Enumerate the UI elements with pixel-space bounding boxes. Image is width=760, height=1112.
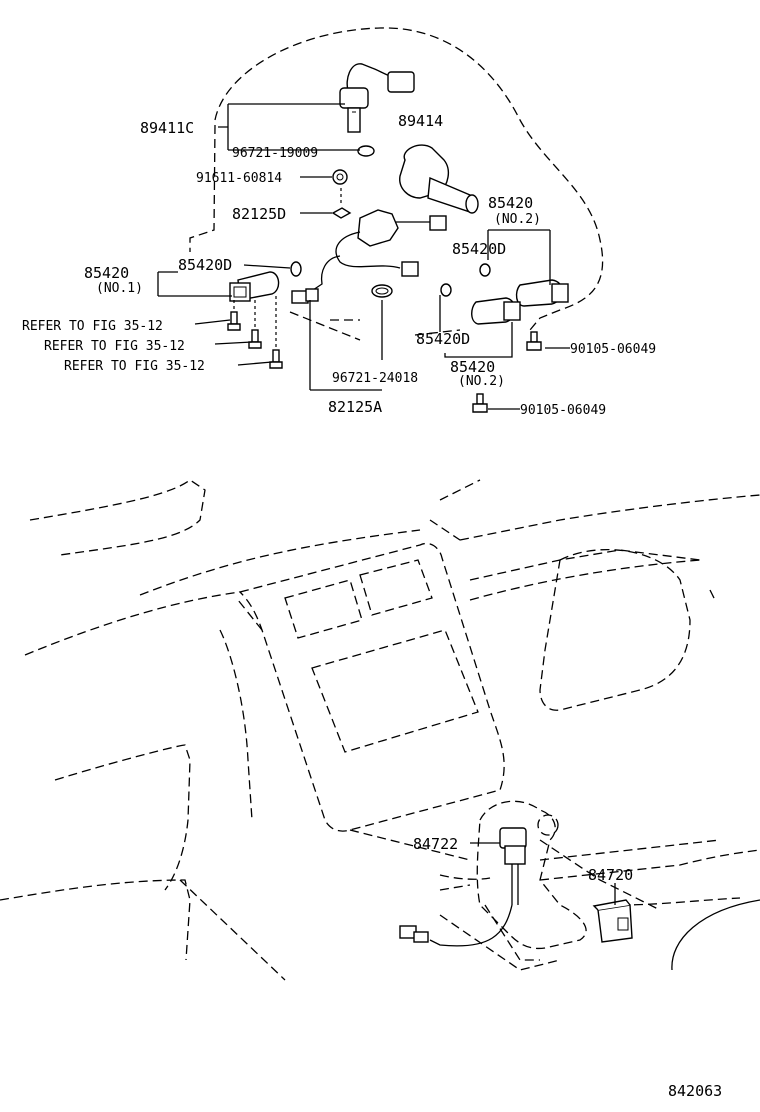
shift-boot [476,800,587,950]
bolt-91611-60814[interactable] [332,169,348,185]
screw-left-1[interactable] [227,311,241,331]
upper-exploded-view: 89411C 96721-19009 89414 91611-60814 821… [22,27,656,418]
assembly-outline-bottom [289,311,461,341]
screw-90105-a[interactable] [526,331,542,351]
screw-90105-b[interactable] [472,393,488,413]
grommet-96721-24018[interactable] [371,284,393,298]
oring-85420d-mid[interactable] [440,283,452,297]
display-panel [311,629,479,753]
wire-harness[interactable] [291,209,447,304]
vent-right [359,559,433,616]
switch-84720[interactable] [592,899,633,943]
label-85420d-left: 85420D [178,256,232,274]
assembly-outline-left [189,124,216,252]
label-82125d: 82125D [232,205,286,223]
label-85420d-top: 85420D [452,240,506,258]
switch-84722[interactable] [399,827,527,947]
label-refer-2: REFER TO FIG 35-12 [44,339,185,354]
oring-96721-19009[interactable] [357,145,375,157]
label-no2-top: (NO.2) [494,212,541,227]
label-89414: 89414 [398,112,443,130]
clip-82125d[interactable] [331,207,352,219]
screw-left-2[interactable] [248,329,262,349]
label-91611-60814: 91611-60814 [196,171,282,186]
label-96721-24018: 96721-24018 [332,371,418,386]
label-85420-left: 85420 [84,264,129,282]
label-no2-mid: (NO.2) [458,374,505,389]
label-refer-1: REFER TO FIG 35-12 [22,319,163,334]
sensor-85420-no2-upper[interactable] [515,279,569,307]
sensor-85420-no2-lower[interactable] [471,297,521,325]
assembly-outline [214,27,604,331]
label-no1: (NO.1) [96,281,143,296]
label-90105-b: 90105-06049 [520,403,606,418]
oring-85420d-right[interactable] [479,263,491,277]
label-85420-mid: 85420 [450,358,495,376]
sensor-85420-no1[interactable] [229,271,280,302]
label-84722: 84722 [413,835,458,853]
label-84720: 84720 [588,866,633,884]
vent-left [284,579,363,639]
label-96721-19009: 96721-19009 [232,146,318,161]
label-82125a: 82125A [328,398,382,416]
screw-left-3[interactable] [269,349,283,369]
label-89411c: 89411C [140,119,194,137]
leader-lines [157,103,570,410]
sensor-89411c[interactable] [339,63,415,133]
center-console [238,542,505,832]
label-85420d-mid: 85420D [416,330,470,348]
label-90105-a: 90105-06049 [570,342,656,357]
oring-85420d-left[interactable] [290,261,302,277]
label-refer-3: REFER TO FIG 35-12 [64,359,205,374]
label-85420-top: 85420 [488,194,533,212]
figure-number: 842063 [668,1082,722,1100]
sensor-89414[interactable] [399,144,479,214]
dashboard-view: 84722 84720 [0,479,760,981]
